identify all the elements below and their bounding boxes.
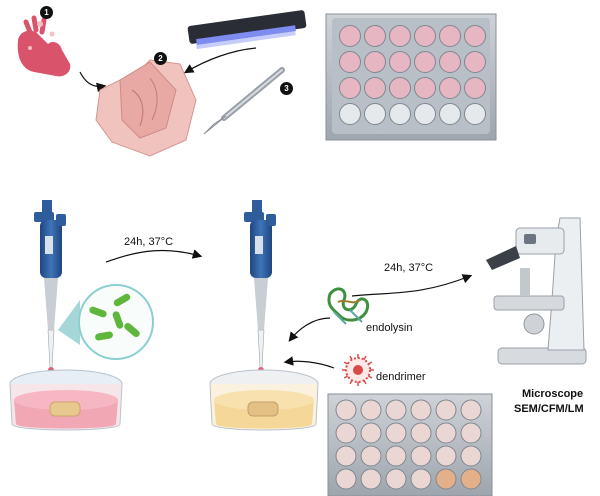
bacterium bbox=[124, 322, 140, 338]
microscope-title: Microscope bbox=[522, 388, 584, 400]
well bbox=[364, 77, 386, 99]
well bbox=[385, 422, 407, 444]
well bbox=[460, 445, 482, 467]
endolysin-label: endolysin bbox=[366, 322, 413, 334]
well bbox=[464, 51, 486, 73]
dendrimer-branch bbox=[363, 380, 367, 385]
well bbox=[389, 77, 411, 99]
petri-dish-right bbox=[209, 369, 319, 431]
step-badge-1: 1 bbox=[40, 6, 53, 19]
bacterium bbox=[112, 311, 124, 329]
well bbox=[335, 422, 357, 444]
well bbox=[435, 422, 457, 444]
bacteria-group bbox=[89, 293, 140, 341]
wells-top bbox=[339, 25, 486, 125]
well bbox=[464, 25, 486, 47]
arrow-incubate-1 bbox=[105, 249, 203, 263]
well bbox=[464, 77, 486, 99]
well bbox=[410, 399, 432, 421]
bacterium bbox=[113, 293, 131, 307]
well bbox=[460, 422, 482, 444]
step-badge-3: 3 bbox=[280, 82, 293, 95]
microscope-modes: SEM/CFM/LM bbox=[514, 403, 584, 415]
well bbox=[410, 468, 432, 490]
dendrimer-branch bbox=[368, 361, 373, 365]
well bbox=[389, 103, 411, 125]
wells-bottom bbox=[335, 399, 482, 490]
well bbox=[435, 445, 457, 467]
well bbox=[360, 399, 382, 421]
well bbox=[385, 468, 407, 490]
washing-hands-icon bbox=[17, 15, 71, 77]
well bbox=[360, 468, 382, 490]
skin-tissue-icon bbox=[95, 59, 197, 157]
dendrimer-branch bbox=[343, 361, 348, 365]
uv-lamp-icon bbox=[187, 10, 307, 50]
arrow-incubate-2 bbox=[351, 274, 473, 297]
well bbox=[389, 51, 411, 73]
well bbox=[439, 77, 461, 99]
well bbox=[360, 422, 382, 444]
bacteria-zoom-icon bbox=[58, 284, 154, 360]
pipette-left-icon bbox=[34, 200, 66, 373]
pipette-right-icon bbox=[244, 200, 276, 373]
incubation-label-1: 24h, 37°C bbox=[124, 236, 174, 248]
dendrimer-branch bbox=[343, 375, 348, 379]
well bbox=[364, 51, 386, 73]
well bbox=[410, 422, 432, 444]
well bbox=[339, 25, 361, 47]
well bbox=[335, 468, 357, 490]
well bbox=[335, 399, 357, 421]
well bbox=[414, 25, 436, 47]
petri-dish-left bbox=[9, 369, 123, 431]
scalpel-icon bbox=[203, 67, 285, 135]
well bbox=[364, 25, 386, 47]
well bbox=[439, 25, 461, 47]
well bbox=[414, 51, 436, 73]
dendrimer-branch bbox=[349, 355, 353, 360]
well bbox=[364, 103, 386, 125]
well bbox=[435, 399, 457, 421]
well bbox=[360, 445, 382, 467]
well bbox=[339, 77, 361, 99]
bacterium bbox=[95, 331, 113, 341]
well bbox=[385, 399, 407, 421]
well bbox=[414, 77, 436, 99]
step-badge-2: 2 bbox=[154, 52, 167, 65]
dendrimer-branch bbox=[368, 375, 373, 379]
endolysin-protein-icon bbox=[327, 287, 370, 325]
dendrimer-label: dendrimer bbox=[376, 371, 426, 383]
well bbox=[414, 103, 436, 125]
well bbox=[435, 468, 457, 490]
well bbox=[385, 445, 407, 467]
arrow-2 bbox=[183, 47, 257, 74]
dendrimer-icon bbox=[345, 357, 371, 383]
dendrimer-branch bbox=[363, 355, 367, 360]
arrow-1 bbox=[79, 71, 107, 93]
well bbox=[460, 468, 482, 490]
arrow-dendrimer bbox=[283, 356, 335, 369]
arrow-endolysin bbox=[288, 317, 331, 342]
dendrimer-branch bbox=[349, 380, 353, 385]
well bbox=[439, 103, 461, 125]
well bbox=[335, 445, 357, 467]
dendrimer-spikes bbox=[342, 354, 374, 386]
well bbox=[410, 445, 432, 467]
well bbox=[339, 51, 361, 73]
well bbox=[464, 103, 486, 125]
well bbox=[439, 51, 461, 73]
bacterium bbox=[89, 306, 107, 318]
well bbox=[339, 103, 361, 125]
incubation-label-2: 24h, 37°C bbox=[384, 262, 434, 274]
well bbox=[460, 399, 482, 421]
well bbox=[389, 25, 411, 47]
microscope-icon bbox=[486, 217, 587, 365]
